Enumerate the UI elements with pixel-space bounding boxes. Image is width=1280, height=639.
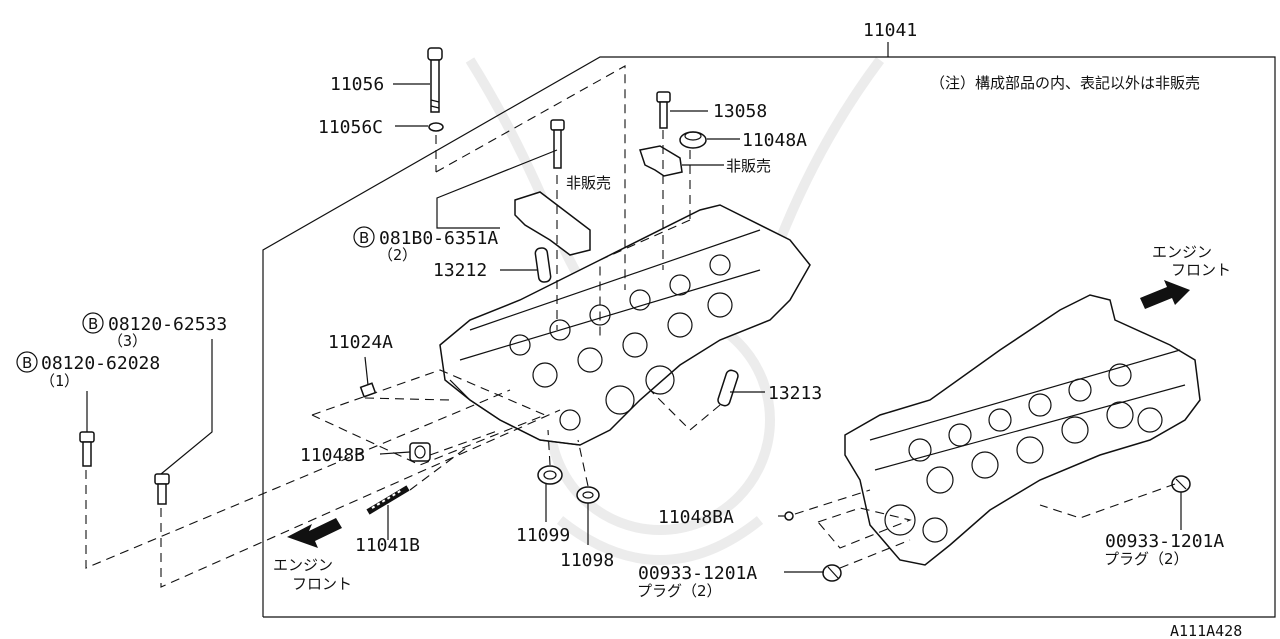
bolt-marker-62533: B xyxy=(82,312,104,334)
label-not-sold-right: 非販売 xyxy=(726,157,771,175)
direction-right-line1: エンジン xyxy=(1152,243,1212,261)
label-08120-62028: 08120-62028 xyxy=(41,353,160,374)
bolt-08120-62533 xyxy=(154,473,170,505)
label-11024a: 11024A xyxy=(328,332,393,353)
bolt-marker-text: B xyxy=(359,229,369,247)
bolt-081b0 xyxy=(550,119,565,169)
seal-11098 xyxy=(576,486,600,504)
label-081b0: 081B0-6351A xyxy=(379,228,498,249)
dowel-13212 xyxy=(534,247,552,283)
dowel-13213 xyxy=(717,369,739,407)
bracket-right xyxy=(639,145,683,177)
label-00933-left: 00933-1201A xyxy=(638,563,757,584)
guide-lines xyxy=(85,65,1176,588)
label-frame-11041: 11041 xyxy=(863,20,917,41)
seal-11099 xyxy=(537,465,563,485)
label-11048b: 11048B xyxy=(300,445,365,466)
label-11048ba: 11048BA xyxy=(658,507,734,528)
plug-00933-right xyxy=(1171,475,1191,493)
assembly-frame xyxy=(262,42,1276,618)
parts-small xyxy=(79,47,1191,582)
label-13058: 13058 xyxy=(713,101,767,122)
direction-arrow-left xyxy=(287,518,342,548)
label-00933-right: 00933-1201A xyxy=(1105,531,1224,552)
bolt-marker-62028: B xyxy=(16,351,38,373)
bolt-13058 xyxy=(656,91,671,129)
label-11099: 11099 xyxy=(516,525,570,546)
plug-11048ba xyxy=(784,511,794,521)
bolt-11056 xyxy=(427,47,443,113)
bolt-marker-081b0: B xyxy=(353,226,375,248)
bracket-left xyxy=(514,191,591,256)
label-11056: 11056 xyxy=(330,74,384,95)
cylinder-head-assembled xyxy=(844,294,1201,566)
note-not-sold: （注）構成部品の内、表記以外は非販売 xyxy=(930,74,1200,92)
bolt-marker-text: B xyxy=(22,354,32,372)
label-plug-left: プラグ（2） xyxy=(637,582,722,600)
plug-00933-left xyxy=(822,564,842,582)
label-13213: 13213 xyxy=(768,383,822,404)
label-11041b: 11041B xyxy=(355,535,420,556)
label-11098: 11098 xyxy=(560,550,614,571)
cap-11048a xyxy=(679,131,707,149)
label-11048a: 11048A xyxy=(742,130,807,151)
bolt-marker-text: B xyxy=(88,315,98,333)
label-08120-62533-qty: （3） xyxy=(108,332,147,350)
label-081b0-qty: （2） xyxy=(378,246,417,264)
label-08120-62533: 08120-62533 xyxy=(108,314,227,335)
label-11056c: 11056C xyxy=(318,117,383,138)
washer-11056c xyxy=(428,122,444,132)
label-plug-right: プラグ（2） xyxy=(1104,550,1189,568)
stud-11041b xyxy=(366,485,410,515)
label-not-sold-left: 非販売 xyxy=(566,174,611,192)
direction-arrow-right xyxy=(1140,280,1190,309)
plug-11048b xyxy=(409,442,431,462)
direction-left-line1: エンジン xyxy=(273,556,333,574)
bolt-08120-62028 xyxy=(79,431,95,467)
label-13212: 13212 xyxy=(433,260,487,281)
label-08120-62028-qty: （1） xyxy=(40,372,79,390)
direction-left-line2: フロント xyxy=(292,575,352,593)
figure-code: A111A428 xyxy=(1170,622,1242,639)
labels: 11041 （注）構成部品の内、表記以外は非販売 A111A428 11056 … xyxy=(40,20,1242,639)
leader-lines xyxy=(86,83,1182,573)
part-11024a xyxy=(359,382,377,398)
direction-right-line2: フロント xyxy=(1171,261,1231,279)
cylinder-head-exploded xyxy=(439,204,811,446)
